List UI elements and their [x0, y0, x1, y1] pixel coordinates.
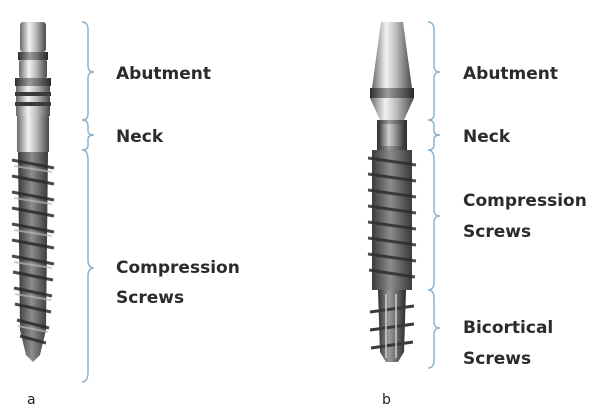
label-compression-b-line1: Compression: [463, 190, 587, 212]
caption-b: b: [382, 392, 391, 408]
caption-a: a: [27, 392, 36, 408]
implant-a: [12, 22, 54, 362]
label-compression-b-line2: Screws: [463, 221, 531, 243]
label-compression-a-line1: Compression: [116, 257, 240, 279]
abutment-bracket-a: [82, 22, 94, 120]
label-abutment-b: Abutment: [463, 63, 558, 85]
label-bicortical-b-line2: Screws: [463, 348, 531, 370]
implant-b-abutment-cone: [372, 22, 412, 88]
compression-bracket-b: [428, 150, 440, 290]
neck-bracket-b: [428, 120, 440, 150]
bicortical-bracket-b: [428, 290, 440, 368]
label-neck-a: Neck: [116, 126, 163, 148]
implant-a-neck: [17, 116, 49, 152]
abutment-bracket-b: [428, 22, 440, 120]
implant-a-brackets: [82, 22, 94, 382]
implant-b-brackets: [428, 22, 440, 368]
neck-bracket-a: [82, 120, 94, 150]
label-bicortical-b-line1: Bicortical: [463, 317, 553, 339]
label-compression-a-line2: Screws: [116, 287, 184, 309]
label-abutment-a: Abutment: [116, 63, 211, 85]
compression-bracket-a: [82, 150, 94, 382]
implant-b-compression-threads: [372, 150, 412, 290]
implant-b: [368, 22, 416, 362]
label-neck-b: Neck: [463, 126, 510, 148]
implant-a-abutment-cap: [20, 22, 46, 52]
